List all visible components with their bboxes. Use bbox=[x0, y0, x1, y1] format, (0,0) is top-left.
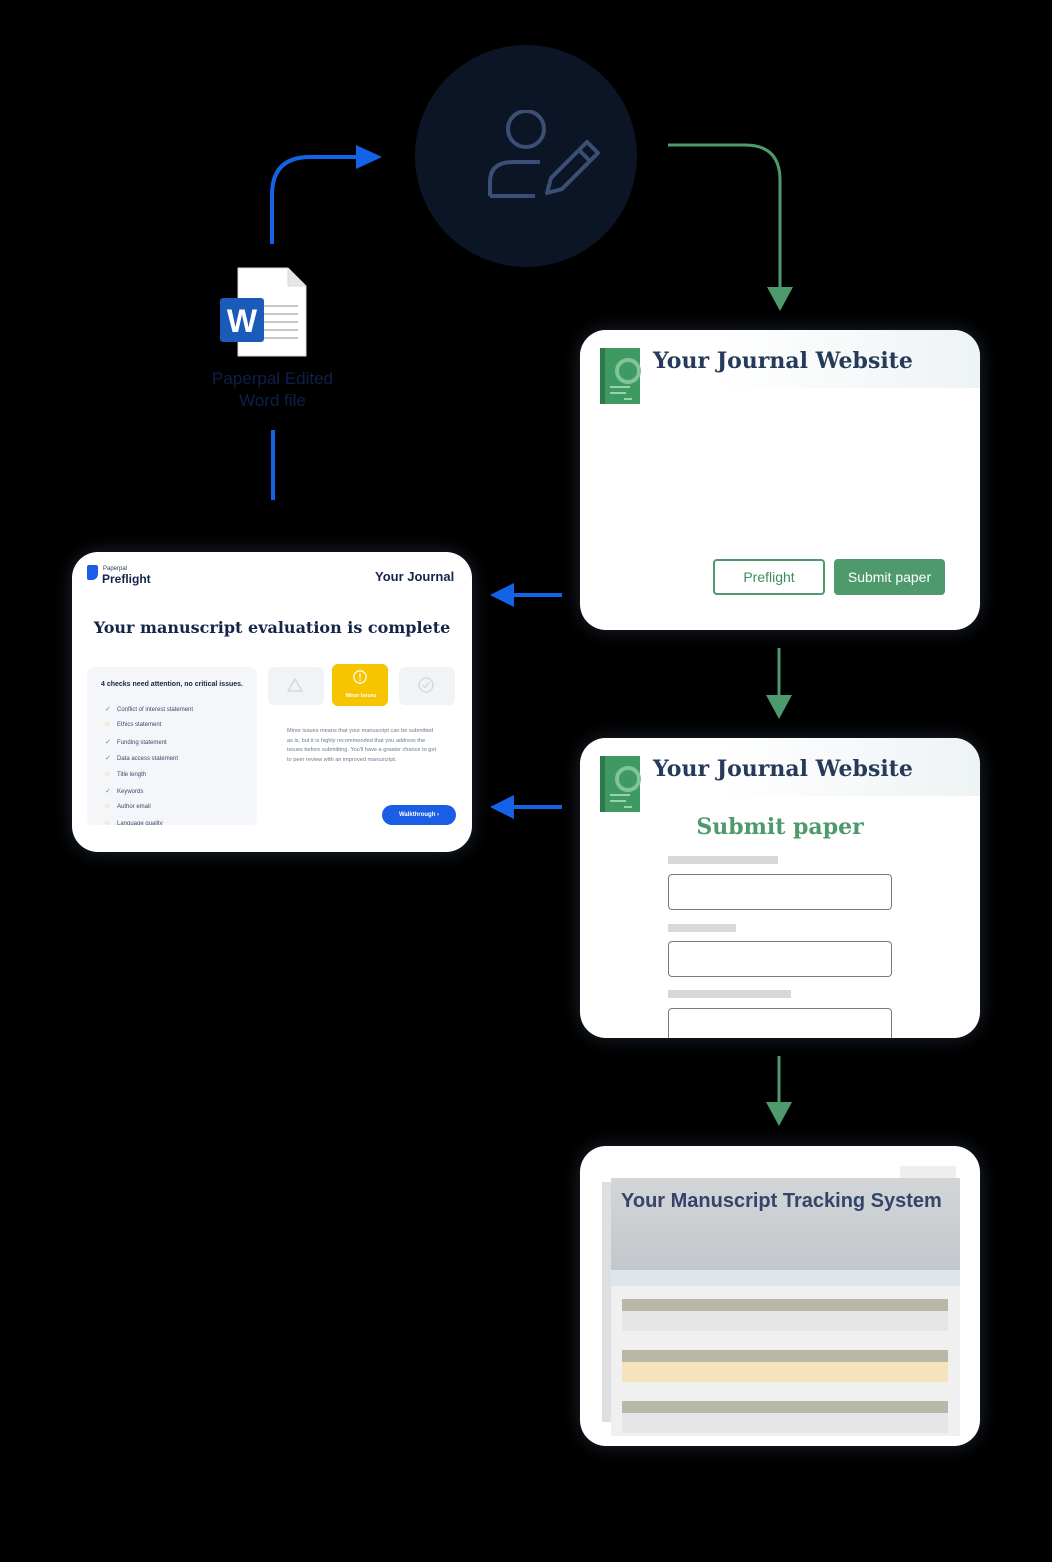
brand-small: Paperpal bbox=[103, 566, 128, 572]
tile-minor-issues[interactable]: Minor Issues bbox=[332, 664, 388, 706]
arrow-author-to-journal bbox=[668, 143, 782, 290]
tracker-sidebar bbox=[602, 1182, 611, 1422]
journal-title: Your Journal Website bbox=[653, 348, 913, 374]
arrow-head-blue-1 bbox=[490, 583, 514, 607]
check-item-label: Author email bbox=[117, 804, 151, 811]
check-item-label: Data access statement bbox=[117, 756, 179, 763]
check-item[interactable]: ✓ Conflict of interest statement bbox=[105, 705, 193, 713]
check-item-label: Language quality bbox=[117, 820, 163, 825]
author-node bbox=[415, 45, 637, 267]
warning-dot-icon: ○ bbox=[105, 721, 110, 729]
preflight-button[interactable]: Preflight bbox=[713, 559, 825, 595]
arrow-head-blue-top bbox=[356, 145, 382, 169]
checks-summary: 4 checks need attention, no critical iss… bbox=[101, 681, 243, 688]
submit-field-3[interactable] bbox=[668, 1008, 892, 1038]
tracker-subheader bbox=[611, 1270, 960, 1286]
check-item[interactable]: ✓ Keywords bbox=[105, 787, 143, 795]
check-item[interactable]: ○ Title length bbox=[105, 771, 146, 778]
checks-panel: 4 checks need attention, no critical iss… bbox=[87, 667, 257, 825]
paperpal-logo-icon bbox=[87, 565, 98, 580]
check-item-label: Keywords bbox=[117, 789, 144, 795]
table-row-highlighted bbox=[622, 1362, 948, 1382]
table-row bbox=[622, 1311, 948, 1331]
warning-icon bbox=[287, 677, 303, 692]
arrow-head-green-3 bbox=[766, 1102, 792, 1126]
journal-header bbox=[580, 330, 980, 388]
check-icon: ✓ bbox=[105, 755, 111, 763]
warning-dot-icon: ○ bbox=[105, 770, 110, 778]
submit-paper-button[interactable]: Submit paper bbox=[834, 559, 945, 595]
tracker-tab bbox=[900, 1166, 956, 1178]
check-item[interactable]: ✓ Data access statement bbox=[105, 754, 178, 762]
field-label-placeholder bbox=[668, 856, 778, 864]
table-row bbox=[622, 1401, 948, 1413]
journal-title: Your Journal Website bbox=[653, 756, 913, 782]
check-item-label: Conflict of interest statement bbox=[117, 707, 194, 713]
tracker-header bbox=[611, 1178, 960, 1270]
arrow-doc-to-author bbox=[270, 155, 360, 244]
check-item-label: Ethics statement bbox=[117, 722, 162, 729]
check-item[interactable]: ○ Ethics statement bbox=[105, 721, 161, 728]
author-edit-icon bbox=[488, 110, 600, 198]
preflight-report-card: Paperpal Preflight Your Journal Your man… bbox=[72, 552, 472, 852]
brand-name: Preflight bbox=[102, 572, 151, 586]
submit-field-2[interactable] bbox=[668, 941, 892, 977]
arrow-head-green-2 bbox=[766, 695, 792, 719]
check-icon: ✓ bbox=[105, 738, 111, 746]
tile-passed[interactable] bbox=[399, 667, 455, 705]
submit-field-1[interactable] bbox=[668, 874, 892, 910]
tracker-title: Your Manuscript Tracking System bbox=[621, 1190, 942, 1212]
journal-website-card: Your Journal Website Preflight Submit pa… bbox=[580, 330, 980, 630]
word-file-caption: Paperpal Edited Word file bbox=[212, 369, 333, 410]
table-row bbox=[622, 1299, 948, 1311]
warning-dot-icon: ○ bbox=[105, 803, 110, 811]
journal-cover-icon bbox=[600, 348, 641, 404]
submit-heading: Submit paper bbox=[696, 814, 864, 840]
check-item-label: Funding statement bbox=[117, 739, 167, 746]
check-item[interactable]: ○ Language quality bbox=[105, 820, 163, 825]
journal-name: Your Journal bbox=[375, 569, 455, 584]
minor-issues-note: Minor issues means that your manuscript … bbox=[287, 728, 437, 763]
arrow-head-blue-2 bbox=[490, 795, 514, 819]
submit-page-card: Your Journal Website Submit paper bbox=[580, 738, 980, 1038]
tracking-system-card: Your Manuscript Tracking System bbox=[580, 1146, 980, 1446]
word-letter: W bbox=[226, 302, 258, 339]
journal-cover-icon bbox=[600, 756, 641, 812]
tile-label: Minor Issues bbox=[345, 693, 377, 699]
tile-critical[interactable] bbox=[268, 667, 324, 705]
check-circle-icon bbox=[418, 677, 434, 693]
check-icon: ✓ bbox=[105, 706, 111, 713]
walkthrough-button[interactable]: Walkthrough › bbox=[382, 805, 456, 825]
check-item-label: Title length bbox=[117, 771, 147, 778]
arrow-head-green-1 bbox=[767, 287, 793, 311]
journal-header bbox=[580, 738, 980, 796]
field-label-placeholder bbox=[668, 990, 791, 998]
table-row bbox=[622, 1350, 948, 1362]
evaluation-title: Your manuscript evaluation is complete bbox=[93, 618, 451, 637]
table-row bbox=[622, 1413, 948, 1433]
warning-dot-icon: ○ bbox=[105, 819, 110, 825]
check-icon: ✓ bbox=[105, 788, 111, 795]
word-file-icon: W bbox=[220, 266, 310, 361]
check-item[interactable]: ○ Author email bbox=[105, 803, 151, 810]
check-item[interactable]: ✓ Funding statement bbox=[105, 738, 167, 746]
field-label-placeholder bbox=[668, 924, 736, 932]
alert-circle-icon bbox=[353, 670, 367, 684]
